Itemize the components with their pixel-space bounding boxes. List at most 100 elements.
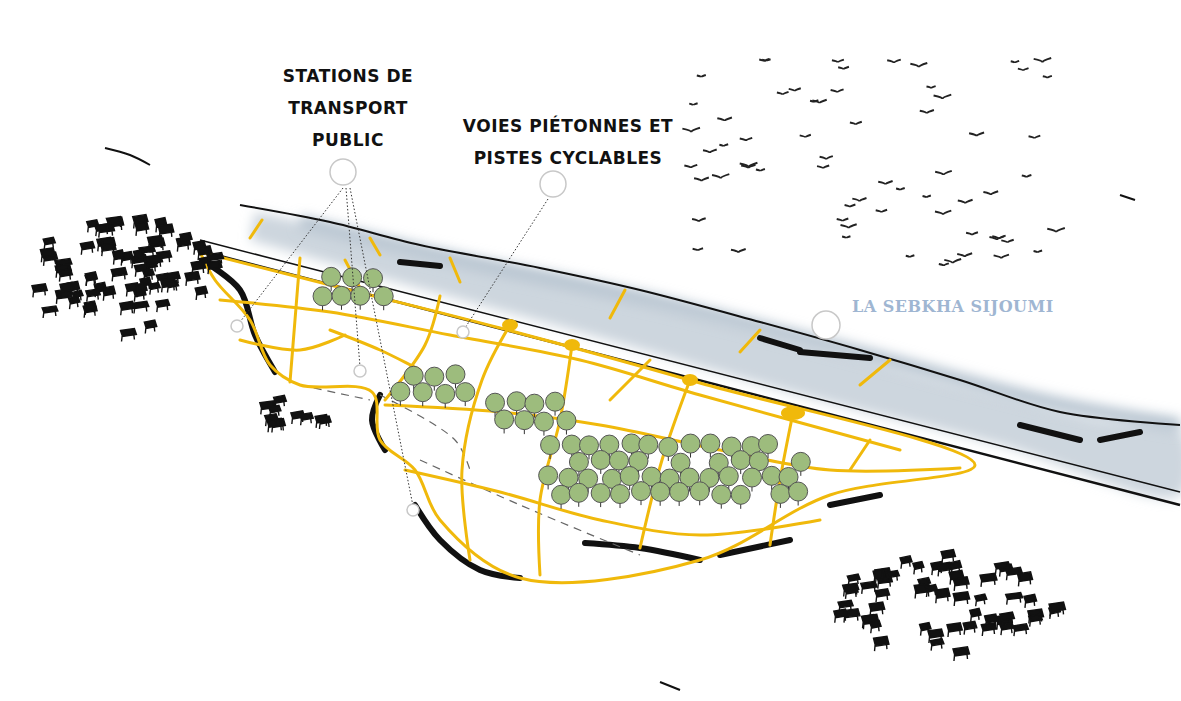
tree bbox=[539, 466, 558, 485]
tree bbox=[351, 286, 370, 305]
tree bbox=[495, 410, 514, 429]
house-symbol bbox=[1006, 592, 1023, 604]
shore-line bbox=[240, 205, 1180, 425]
road-station bbox=[682, 374, 698, 386]
house-symbol bbox=[930, 639, 944, 651]
tree bbox=[541, 436, 560, 455]
bird bbox=[969, 133, 984, 137]
shore-mark bbox=[760, 338, 800, 350]
tree bbox=[534, 412, 553, 431]
house-symbol bbox=[166, 281, 178, 293]
house-symbol bbox=[869, 602, 885, 616]
sebkha-water bbox=[250, 212, 1181, 498]
bird bbox=[756, 169, 765, 171]
tree bbox=[591, 484, 610, 503]
bird bbox=[966, 232, 978, 235]
leader-line bbox=[346, 188, 360, 367]
tree bbox=[425, 367, 444, 386]
bird bbox=[923, 196, 931, 198]
bird bbox=[842, 236, 850, 238]
bird bbox=[831, 89, 844, 92]
bird bbox=[958, 200, 973, 204]
sketch-mark bbox=[1120, 195, 1135, 200]
bird bbox=[812, 100, 826, 104]
bird bbox=[837, 218, 849, 221]
house-symbol bbox=[133, 250, 144, 264]
tree bbox=[622, 434, 641, 453]
tree bbox=[552, 485, 571, 504]
bird bbox=[840, 224, 856, 228]
house-symbol bbox=[265, 414, 278, 426]
bird bbox=[906, 255, 915, 257]
tree bbox=[322, 267, 341, 286]
house-symbol bbox=[953, 647, 970, 661]
shore-mark bbox=[800, 352, 870, 358]
bird bbox=[926, 86, 935, 88]
house-symbol bbox=[874, 636, 889, 651]
house-symbol bbox=[1029, 614, 1043, 626]
tree bbox=[456, 383, 475, 402]
pedestrian-cycle-path bbox=[610, 290, 625, 318]
house-symbol bbox=[42, 306, 58, 318]
house-symbol bbox=[147, 255, 163, 269]
house-symbol bbox=[925, 584, 937, 597]
house-symbol bbox=[106, 216, 122, 229]
road-line bbox=[200, 240, 1180, 492]
callout-label: VOIES PIÉTONNES ET PISTES CYCLABLES bbox=[451, 110, 686, 174]
house-symbol bbox=[180, 233, 192, 247]
house-symbol bbox=[121, 329, 137, 342]
house-symbol bbox=[58, 269, 72, 282]
bird bbox=[832, 60, 844, 63]
house-symbol bbox=[834, 609, 848, 623]
tree bbox=[404, 366, 423, 385]
bird bbox=[1011, 61, 1019, 63]
tree bbox=[313, 287, 332, 306]
house-symbol bbox=[101, 243, 116, 256]
bird bbox=[1043, 76, 1052, 78]
pedestrian-cycle-path bbox=[462, 325, 510, 560]
leader-line bbox=[465, 199, 548, 328]
bird bbox=[717, 117, 732, 121]
house-symbol bbox=[111, 268, 127, 282]
house-symbol bbox=[843, 583, 859, 596]
bird bbox=[939, 263, 949, 266]
dashed-line bbox=[420, 460, 640, 555]
bird bbox=[682, 128, 700, 132]
house-symbol bbox=[148, 235, 164, 249]
house-symbol bbox=[300, 413, 314, 426]
tree bbox=[546, 392, 565, 411]
tree bbox=[701, 434, 720, 453]
callout-label: STATIONS DE TRANSPORT PUBLIC bbox=[261, 60, 436, 156]
tree bbox=[742, 468, 761, 487]
road-station bbox=[781, 406, 805, 420]
bird bbox=[876, 210, 887, 213]
bird bbox=[712, 174, 729, 178]
bird bbox=[693, 248, 703, 251]
house-symbol bbox=[32, 284, 47, 298]
shore-mark bbox=[400, 262, 440, 266]
bird bbox=[887, 60, 901, 63]
tree bbox=[681, 434, 700, 453]
callout-dot bbox=[330, 159, 356, 185]
bird bbox=[740, 138, 752, 141]
tree bbox=[507, 392, 526, 411]
tree bbox=[659, 437, 678, 456]
tree bbox=[413, 383, 432, 402]
tree bbox=[446, 365, 465, 384]
tree bbox=[591, 450, 610, 469]
tree bbox=[639, 435, 658, 454]
pedestrian-cycle-path bbox=[740, 330, 760, 352]
bird bbox=[983, 191, 998, 195]
tree bbox=[557, 411, 576, 430]
place-name: LA SEBKHA SIJOUMI bbox=[852, 296, 1082, 318]
house-symbol bbox=[195, 286, 207, 300]
tree bbox=[762, 466, 781, 485]
bird bbox=[1034, 58, 1052, 62]
bird bbox=[1022, 175, 1032, 177]
bird bbox=[800, 135, 811, 138]
house-symbol bbox=[120, 301, 135, 315]
house-symbol bbox=[84, 301, 96, 315]
house-symbol bbox=[947, 623, 962, 637]
house-symbol bbox=[133, 215, 148, 229]
house-symbol bbox=[1000, 623, 1014, 635]
